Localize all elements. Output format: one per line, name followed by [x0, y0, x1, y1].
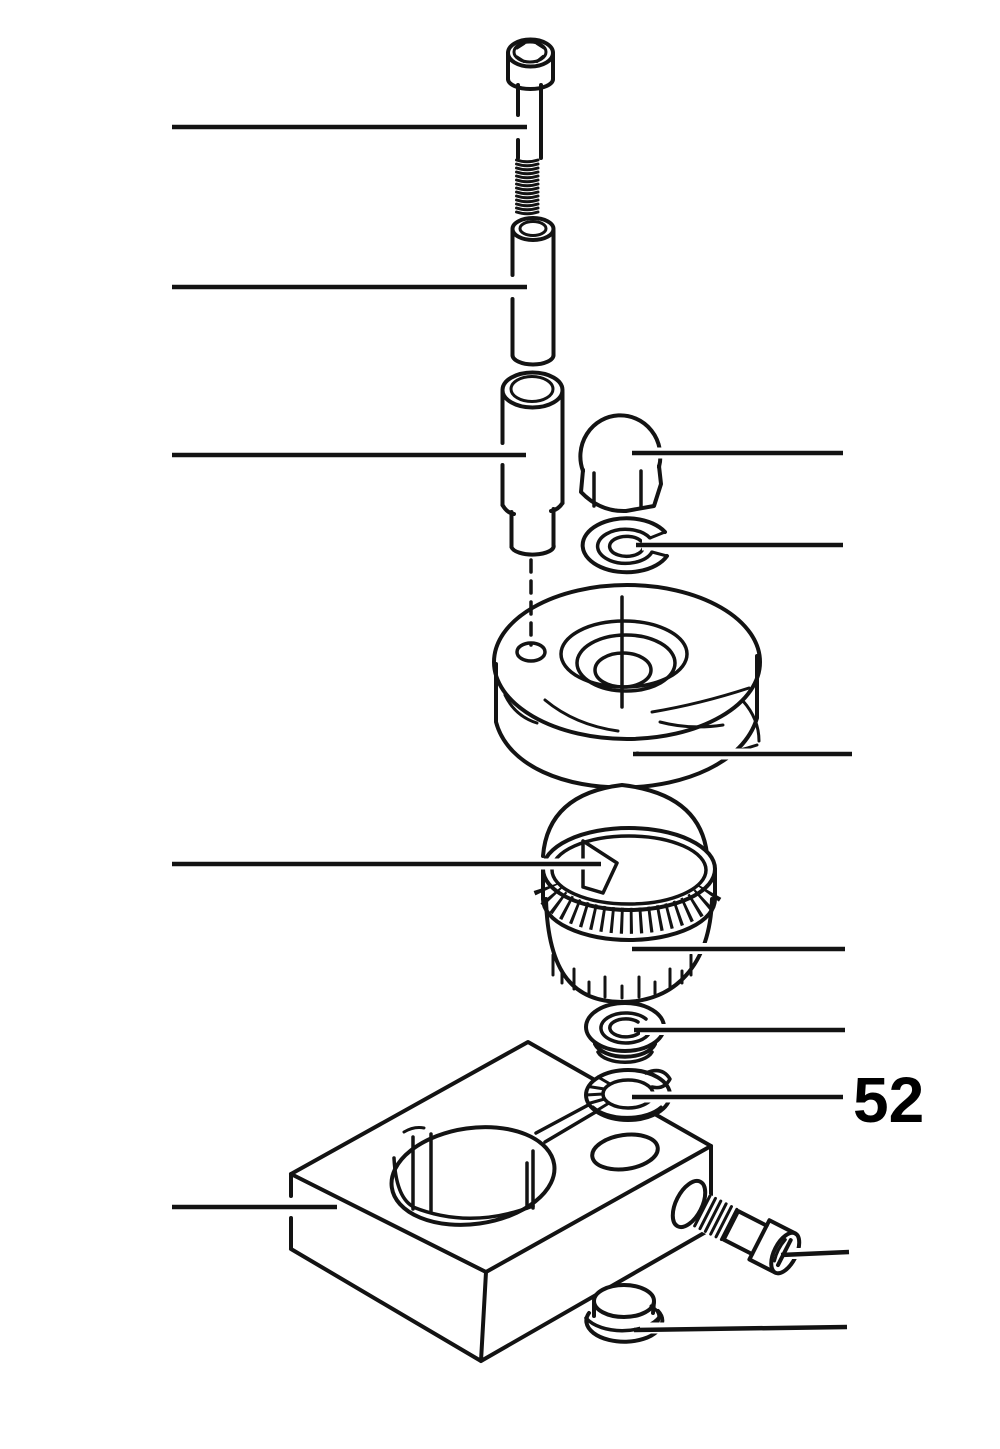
clamp-slit	[534, 1101, 601, 1144]
leader-flanged-plug	[633, 1324, 848, 1333]
cup-washer-retainer	[584, 1001, 666, 1065]
round-housing	[492, 558, 762, 790]
split-lock-washer	[580, 516, 669, 575]
knurled-adjusting-ring	[533, 826, 725, 1004]
leader-lines	[172, 121, 852, 1334]
clamp-screw	[670, 1178, 805, 1276]
stepped-bushing	[500, 370, 565, 557]
cap-nut	[578, 413, 663, 514]
diagram-linework: 52	[172, 37, 924, 1363]
callout-label-52: 52	[853, 1064, 924, 1136]
socket-head-cap-screw	[506, 37, 555, 216]
leader-clamp-screw	[780, 1249, 850, 1258]
spacer-sleeve	[510, 216, 556, 367]
flanged-plug	[584, 1283, 665, 1344]
